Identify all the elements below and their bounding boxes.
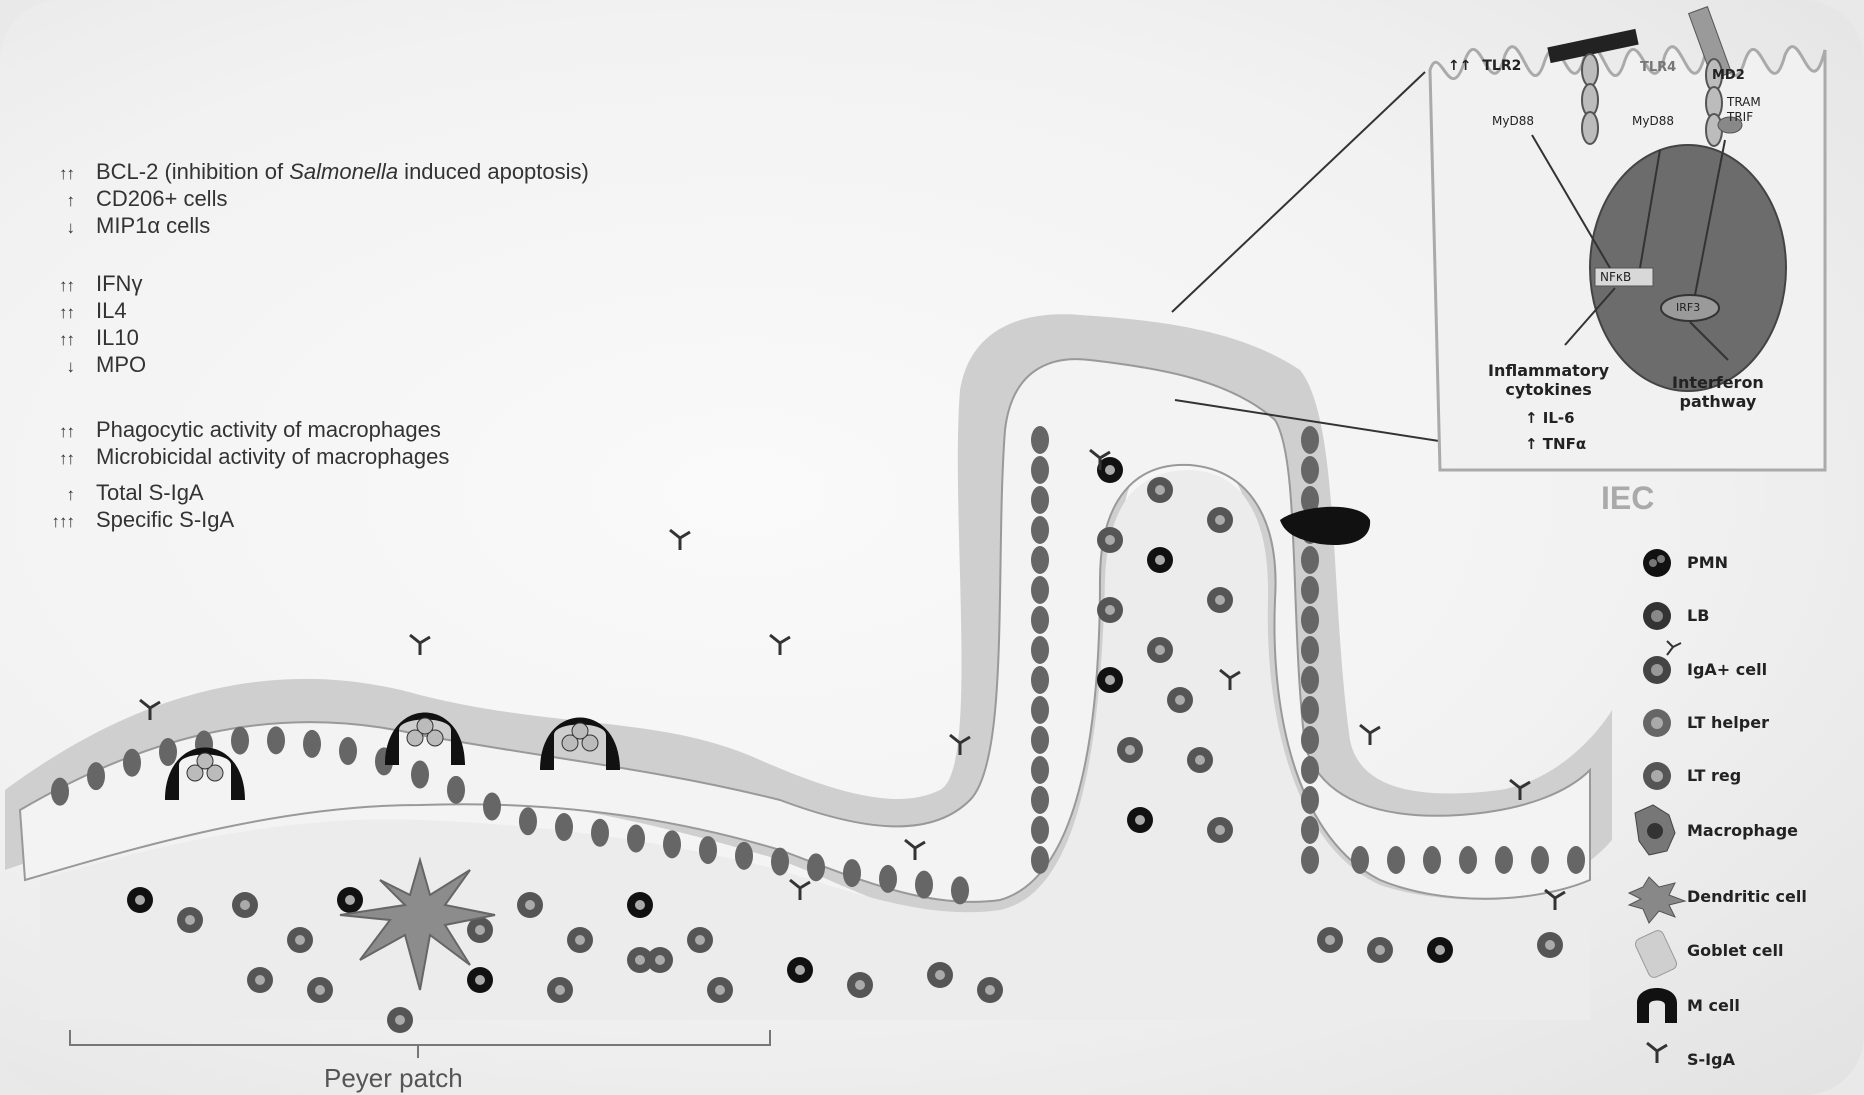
iec-label: IEC: [1601, 480, 1654, 517]
effect-total-siga: ↑Total S-IgA: [22, 479, 589, 506]
effect-ifng: ↑↑IFNγ: [22, 270, 589, 297]
effect-mip1a: ↓MIP1α cells: [22, 212, 589, 239]
legend-dendritic-cell: Dendritic cell: [1687, 887, 1807, 906]
goblet-cell-icon: [1634, 929, 1679, 980]
legend-icons: [1625, 543, 1864, 1083]
effect-specific-siga: ↑↑↑Specific S-IgA: [22, 506, 589, 533]
effect-arrows: ↑↑: [22, 326, 96, 353]
effect-italic: Salmonella: [289, 159, 398, 184]
effect-text: Phagocytic activity of macrophages: [96, 417, 441, 442]
md2-label: MD2: [1712, 68, 1745, 83]
legend-lt-reg: LT reg: [1687, 766, 1741, 785]
effect-phagocytic: ↑↑Phagocytic activity of macrophages: [22, 416, 589, 443]
effect-text: CD206+ cells: [96, 186, 227, 211]
inflammatory-line1: Inflammatory: [1488, 361, 1609, 380]
effect-arrows: ↑↑: [22, 299, 96, 326]
legend-macrophage: Macrophage: [1687, 821, 1798, 840]
effect-arrows: ↓: [22, 214, 96, 241]
effect-text: Total S-IgA: [96, 480, 204, 505]
effect-mpo: ↓MPO: [22, 351, 589, 378]
iga-cell-icon: [1643, 641, 1681, 684]
tram-label: TRAM: [1727, 95, 1761, 109]
effect-text: IL10: [96, 325, 139, 350]
effect-il10: ↑↑IL10: [22, 324, 589, 351]
legend-m-cell: M cell: [1687, 996, 1740, 1015]
effect-il4: ↑↑IL4: [22, 297, 589, 324]
legend-s-iga: S-IgA: [1687, 1050, 1735, 1069]
tlr2-arrows: ↑↑: [1448, 58, 1471, 74]
il6-label: ↑ IL-6: [1525, 409, 1575, 427]
legend-lb: LB: [1687, 606, 1709, 625]
irf3-label: IRF3: [1676, 301, 1700, 314]
effect-text: Specific S-IgA: [96, 507, 234, 532]
effect-arrows: ↑: [22, 187, 96, 214]
effect-arrows: ↑↑: [22, 272, 96, 299]
macrophage-icon: [1635, 805, 1675, 855]
interferon-line1: Interferon: [1672, 373, 1764, 392]
tlr2-text: TLR2: [1482, 58, 1521, 74]
m-cell-icon: [1637, 988, 1677, 1023]
tlr4-label: TLR4: [1640, 60, 1676, 75]
interferon-pathway-label: Interferon pathway: [1672, 373, 1764, 411]
effect-text: IFNγ: [96, 271, 142, 296]
nfkb-label: NFκB: [1600, 270, 1631, 284]
tnfa-label: ↑ TNFα: [1525, 435, 1586, 453]
effect-suffix: induced apoptosis): [398, 159, 589, 184]
effect-text: MIP1α cells: [96, 213, 210, 238]
legend-goblet-cell: Goblet cell: [1687, 941, 1783, 960]
legend-pmn: PMN: [1687, 553, 1728, 572]
pmn-icon: [1643, 549, 1671, 577]
lt-helper-icon: [1643, 709, 1671, 737]
effect-arrows: ↑↑↑: [22, 508, 96, 535]
effect-bcl2: ↑↑BCL-2 (inhibition of Salmonella induce…: [22, 158, 589, 185]
effect-arrows: ↑↑: [22, 160, 96, 187]
legend-iga-cell: IgA+ cell: [1687, 660, 1767, 679]
effect-microbicidal: ↑↑Microbicidal activity of macrophages: [22, 443, 589, 470]
effect-text: BCL-2 (inhibition of: [96, 159, 289, 184]
interferon-line2: pathway: [1672, 392, 1764, 411]
effect-cd206: ↑CD206+ cells: [22, 185, 589, 212]
effect-arrows: ↑: [22, 481, 96, 508]
effect-arrows: ↑↑: [22, 445, 96, 472]
inflammatory-line2: cytokines: [1488, 380, 1609, 399]
myd88-left-label: MyD88: [1492, 114, 1534, 128]
legend-lt-helper: LT helper: [1687, 713, 1769, 732]
effect-text: Microbicidal activity of macrophages: [96, 444, 449, 469]
effect-arrows: ↑↑: [22, 418, 96, 445]
effect-text: IL4: [96, 298, 127, 323]
tlr2-label: ↑↑ TLR2: [1448, 58, 1521, 74]
lb-icon: [1643, 602, 1671, 630]
myd88-right-label: MyD88: [1632, 114, 1674, 128]
inflammatory-cytokines-label: Inflammatory cytokines: [1488, 361, 1609, 399]
lt-reg-icon: [1643, 762, 1671, 790]
tlr2-receptor: [1582, 54, 1598, 144]
trif-label: TRIF: [1727, 110, 1753, 124]
dendritic-cell-icon: [1629, 877, 1685, 923]
s-iga-icon: [1647, 1043, 1667, 1063]
effects-list: ↑↑BCL-2 (inhibition of Salmonella induce…: [22, 158, 589, 533]
peyer-patch-label: Peyer patch: [324, 1063, 463, 1094]
effect-arrows: ↓: [22, 353, 96, 380]
effect-text: MPO: [96, 352, 146, 377]
